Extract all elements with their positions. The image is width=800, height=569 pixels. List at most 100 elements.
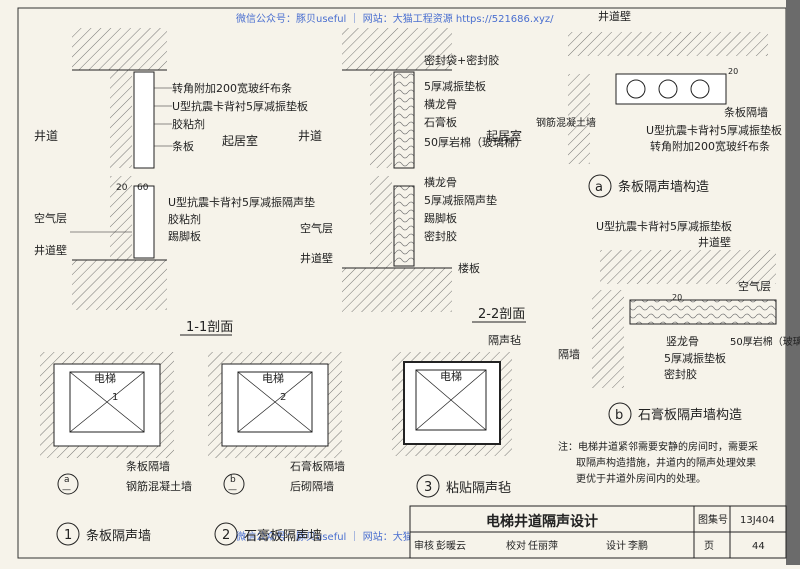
da-label-3: 转角附加200宽玻纤布条 xyxy=(650,139,770,153)
s2-lower-0: 横龙骨 xyxy=(424,175,457,189)
plan-2-car xyxy=(237,371,313,433)
plan-1-elevator: 电梯 xyxy=(94,372,116,385)
db-label-3: 50厚岩棉（玻璃棉） xyxy=(730,335,800,348)
s1-dim-1: 60 xyxy=(137,183,149,193)
da-title: 条板隔声墙构造 xyxy=(618,179,709,195)
shaft-wall-lower-2 xyxy=(370,176,392,268)
db-label-7: 隔墙 xyxy=(558,347,580,361)
shaft-wall-upper-2 xyxy=(370,70,392,168)
section-2-2: 密封袋+密封胶 5厚减振垫板 横龙骨 石膏板 50厚岩棉（玻璃棉） 井道 起居室… xyxy=(298,28,596,323)
plan-3-num: 3 xyxy=(424,480,432,495)
detail-b-wall xyxy=(600,250,776,284)
tb-atlas-label: 图集号 xyxy=(698,513,728,526)
s1-shaft-wall: 井道壁 xyxy=(34,243,67,257)
plan-2: 电梯 2 b — 石膏板隔墙 后砌隔墙 2 石膏板隔声墙 xyxy=(208,352,345,546)
note-line-1: 取隔声构造措施，井道内的隔声处理效果 xyxy=(576,456,756,469)
shaft-wall-upper-1 xyxy=(110,70,132,168)
detail-a: 井道壁 条板隔墙 U型抗震卡背衬5厚减振垫板 转角附加200宽玻纤布条 20 a… xyxy=(568,9,782,198)
wool-lower-2 xyxy=(393,185,415,267)
db-dim: 20 xyxy=(672,293,682,302)
tb-title: 电梯井道隔声设计 xyxy=(486,513,598,530)
plan-3-car xyxy=(415,369,487,431)
title-block: 电梯井道隔声设计 图集号 13J404 审核 彭暖云 校对 任丽萍 设计 李鹏 … xyxy=(409,505,787,559)
plan-1-num: 1 xyxy=(64,528,72,543)
plan-1-note-1: 钢筋混凝土墙 xyxy=(126,479,192,493)
detail-a-wall xyxy=(568,32,768,56)
shaft-wall-lower-1 xyxy=(110,176,132,260)
plan-1-title: 条板隔声墙 xyxy=(86,528,151,544)
db-label-1: 井道壁 xyxy=(698,235,731,249)
s2-label-0: 密封袋+密封胶 xyxy=(424,53,499,67)
s2-shaft-wall: 井道壁 xyxy=(300,251,333,265)
note-line-2: 更优于井道外房间内的处理。 xyxy=(576,472,706,485)
db-label-5: 5厚减振垫板 xyxy=(664,351,726,365)
plan-1-sub-den: — xyxy=(62,485,71,495)
tb-atlas: 13J404 xyxy=(740,515,775,526)
plan-1-cut: 1 xyxy=(112,392,118,403)
db-label-0: U型抗震卡背衬5厚减振垫板 xyxy=(596,219,732,233)
tb-design: 设计 xyxy=(606,539,626,552)
da-marker-circle xyxy=(588,174,612,198)
plan-2-note-1: 后砌隔墙 xyxy=(290,479,334,493)
slab-upper-1 xyxy=(72,28,167,70)
s1-lower-2: 踢脚板 xyxy=(168,229,201,243)
s2-lower-3: 密封胶 xyxy=(424,229,457,243)
detail-b: U型抗震卡背衬5厚减振垫板 井道壁 空气层 50厚岩棉（玻璃棉） 竖龙骨 5厚减… xyxy=(558,219,800,426)
s1-shaft: 井道 xyxy=(34,129,58,143)
s1-air: 空气层 xyxy=(34,211,67,225)
plan-3-elevator: 电梯 xyxy=(440,370,462,383)
section-1-1: 转角附加200宽玻纤布条 U型抗震卡背衬5厚减振垫板 胶粘剂 条板 井道 起居室… xyxy=(34,28,315,336)
tb-review: 审核 xyxy=(414,539,434,552)
tb-checker: 任丽萍 xyxy=(528,539,558,552)
da-marker: a xyxy=(595,180,603,195)
note-line-0: 注：电梯井道紧邻需要安静的房间时，需要采 xyxy=(558,440,758,453)
db-title: 石膏板隔声墙构造 xyxy=(638,407,742,423)
s1-lower-1: 胶粘剂 xyxy=(168,212,201,226)
slab-upper-2 xyxy=(342,28,452,70)
plan-1-note-0: 条板隔墙 xyxy=(126,459,170,473)
da-dim: 20 xyxy=(728,67,738,76)
detail-b-side xyxy=(592,290,624,388)
slab-lower-2 xyxy=(342,268,452,312)
detail-a-panel xyxy=(615,73,727,105)
wool-upper-2 xyxy=(393,71,415,169)
plan-2-sub: b xyxy=(230,475,236,485)
plan-2-cut: 2 xyxy=(280,392,286,403)
plan-2-num: 2 xyxy=(222,528,230,543)
s1-label-0: 转角附加200宽玻纤布条 xyxy=(172,81,292,95)
watermark-top: 微信公众号：豚贝useful ｜ 网站：大猫工程资源 https://52168… xyxy=(236,12,554,25)
binding-edge xyxy=(786,0,800,565)
tb-check: 校对 xyxy=(506,539,526,552)
s1-title: 1-1剖面 xyxy=(186,320,233,335)
db-label-6: 密封胶 xyxy=(664,367,697,381)
plan-3-title: 粘贴隔声毡 xyxy=(446,481,511,496)
s1-label-2: 胶粘剂 xyxy=(172,117,205,131)
s1-dim-0: 20 xyxy=(116,183,128,193)
tb-page-label: 页 xyxy=(704,540,714,552)
plan-2-sub-den: — xyxy=(228,485,237,495)
plan-1: 电梯 1 a — 条板隔墙 钢筋混凝土墙 1 条板隔声墙 xyxy=(40,352,192,546)
db-marker-circle xyxy=(608,402,632,426)
s1-room: 起居室 xyxy=(222,133,258,148)
s1-label-1: U型抗震卡背衬5厚减振垫板 xyxy=(172,99,308,113)
tb-reviewer: 彭暖云 xyxy=(436,539,466,552)
note-block: 注：电梯井道紧邻需要安静的房间时，需要采 取隔声构造措施，井道内的隔声处理效果 … xyxy=(558,440,758,485)
s1-label-3: 条板 xyxy=(172,139,194,153)
s2-lower-2: 踢脚板 xyxy=(424,211,457,225)
tb-page: 44 xyxy=(752,541,765,552)
da-label-0: 井道壁 xyxy=(598,9,631,23)
s2-label-2: 横龙骨 xyxy=(424,97,457,111)
panel-upper-1 xyxy=(133,71,155,169)
plan-2-title: 石膏板隔声墙 xyxy=(244,528,322,544)
plan-3-top-note: 隔声毡 xyxy=(488,333,521,347)
db-label-4: 竖龙骨 xyxy=(666,335,699,348)
plan-3: 电梯 隔声毡 3 粘贴隔声毡 xyxy=(392,333,521,498)
tb-designer: 李鹏 xyxy=(628,539,648,552)
s2-lower-1: 5厚减振隔声垫 xyxy=(424,193,497,207)
s2-shaft: 井道 xyxy=(298,129,322,143)
s2-air: 空气层 xyxy=(300,221,333,235)
db-label-2: 空气层 xyxy=(738,279,771,293)
s2-room: 起居室 xyxy=(486,128,522,143)
